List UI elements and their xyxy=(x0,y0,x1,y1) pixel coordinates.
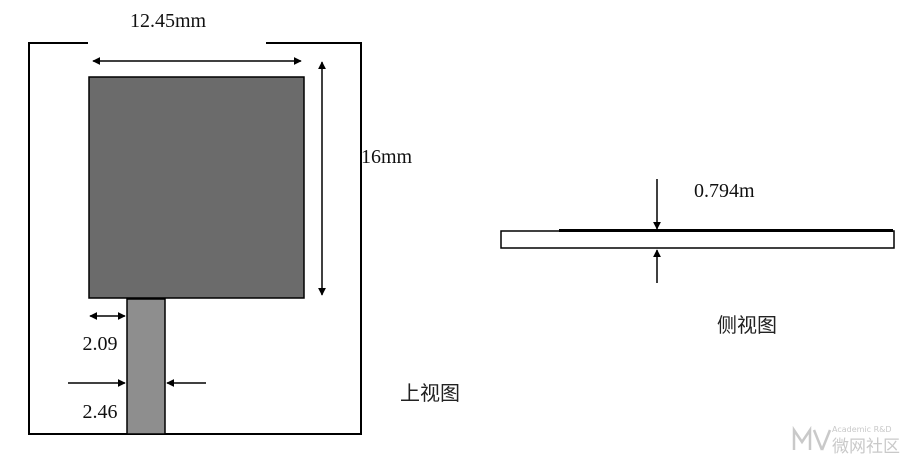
inset-dimension-label: 2.09 xyxy=(83,333,118,355)
height-dimension-label: 16mm xyxy=(361,146,413,168)
feed-line xyxy=(126,298,166,435)
feed-width-label: 2.46 xyxy=(83,401,118,423)
width-dimension-label: 12.45mm xyxy=(130,10,207,32)
watermark-logo-icon xyxy=(792,425,832,451)
watermark: Academic R&D 微网社区 xyxy=(792,425,900,457)
watermark-main: 微网社区 xyxy=(832,437,900,457)
watermark-sub: Academic R&D xyxy=(832,425,892,434)
side-view: 0.794m 侧视图 xyxy=(500,179,895,337)
radiating-patch xyxy=(88,76,305,299)
side-view-caption: 侧视图 xyxy=(717,313,777,337)
side-substrate xyxy=(500,230,895,249)
thickness-label: 0.794m xyxy=(694,180,755,202)
top-view: 12.45mm 16mm 2.09 2.46 上视图 xyxy=(28,10,460,435)
substrate-outline xyxy=(28,42,362,435)
top-view-caption: 上视图 xyxy=(400,381,460,405)
